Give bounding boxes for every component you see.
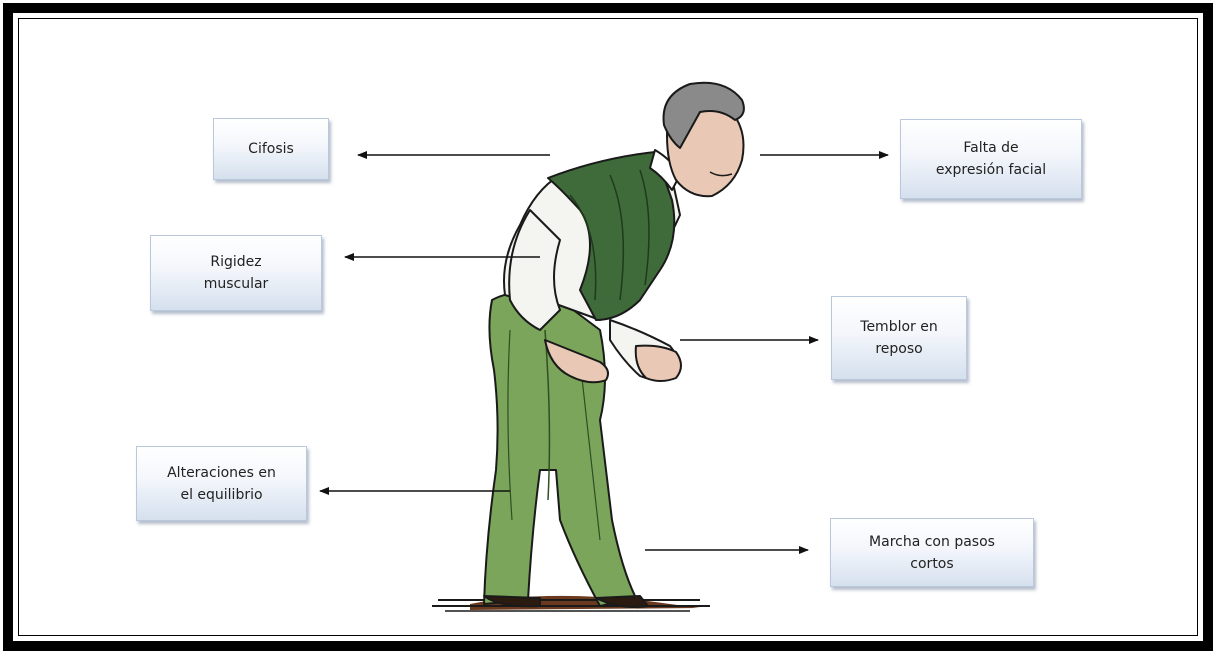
ground-illustration bbox=[432, 596, 710, 611]
parkinson-patient-illustration bbox=[484, 83, 744, 607]
label-cifosis-text: Cifosis bbox=[248, 138, 294, 160]
label-marcha-pasos-cortos: Marcha con pasos cortos bbox=[830, 518, 1034, 587]
label-falta-expresion-facial: Falta de expresión facial bbox=[900, 119, 1082, 199]
label-temblor-en-reposo-text: Temblor en reposo bbox=[860, 316, 937, 360]
label-alteraciones-equilibrio: Alteraciones en el equilibrio bbox=[136, 446, 307, 521]
label-alteraciones-equilibrio-text: Alteraciones en el equilibrio bbox=[167, 462, 276, 506]
label-temblor-en-reposo: Temblor en reposo bbox=[831, 296, 967, 380]
label-rigidez-muscular: Rigidez muscular bbox=[150, 235, 322, 311]
label-marcha-pasos-cortos-text: Marcha con pasos cortos bbox=[869, 531, 995, 575]
label-rigidez-muscular-text: Rigidez muscular bbox=[204, 251, 269, 295]
label-falta-expresion-facial-text: Falta de expresión facial bbox=[936, 137, 1046, 181]
label-cifosis: Cifosis bbox=[213, 118, 329, 180]
